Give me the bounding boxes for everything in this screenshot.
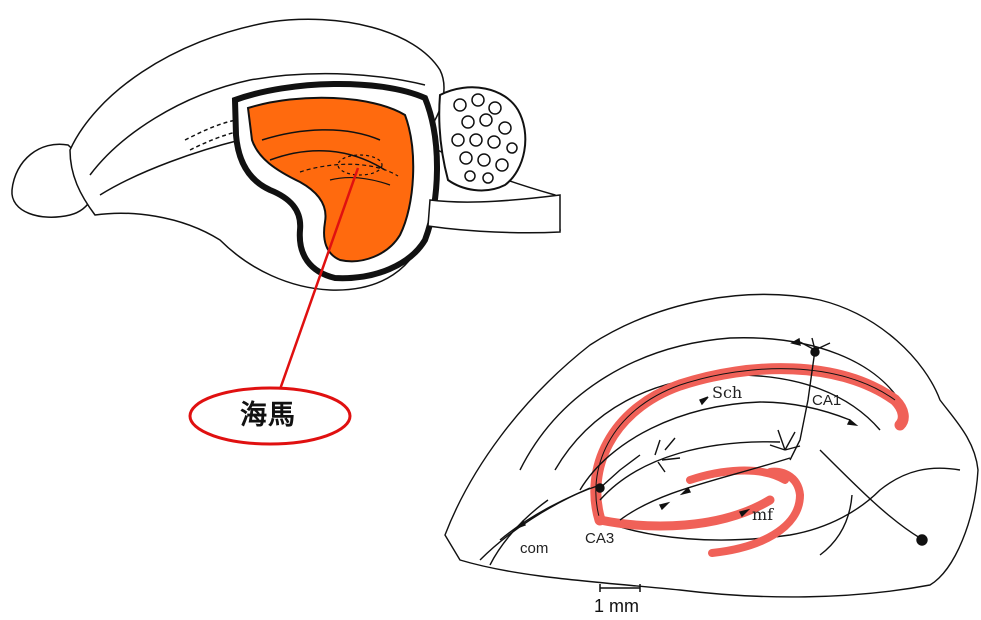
ca3-label: CA3 (585, 530, 614, 547)
brain-illustration (12, 19, 560, 290)
cerebellum (439, 87, 525, 190)
hippocampus-label: 海馬 (232, 395, 304, 437)
com-label: com (520, 540, 548, 557)
scale-bar-label: 1 mm (594, 596, 639, 617)
sch-label: Sch (712, 383, 742, 402)
ca1-label: CA1 (812, 392, 841, 409)
mf-label: mf (752, 505, 773, 524)
